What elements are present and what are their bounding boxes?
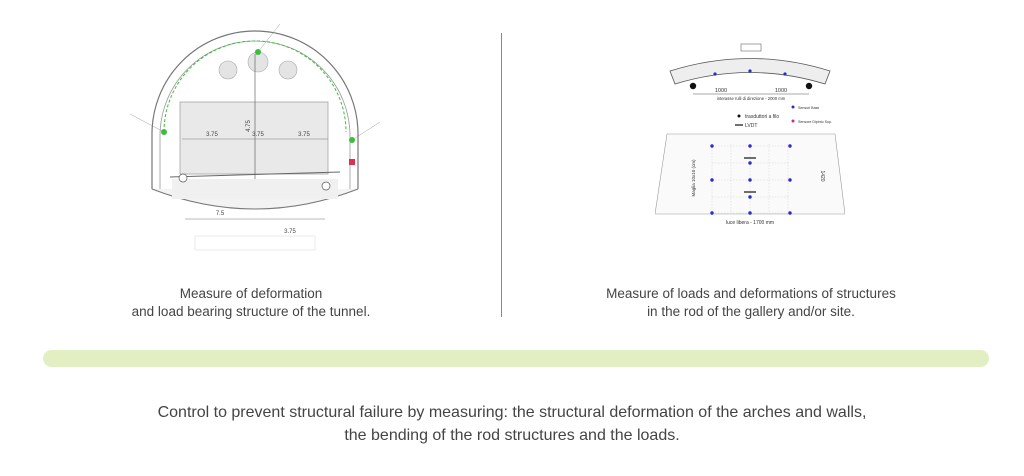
support-left xyxy=(689,82,697,90)
span-label: interasse rulli di direzione - 2000 mm xyxy=(717,96,786,101)
sensor-arc xyxy=(163,40,347,133)
lane-dim-2: 3.75 xyxy=(252,132,264,138)
slab-sensors xyxy=(710,144,792,215)
drain-right xyxy=(321,181,331,191)
clearance-box xyxy=(179,101,329,175)
legend-transducers-marker xyxy=(737,114,741,118)
tunnel-outer-lining xyxy=(151,30,359,189)
legend-sensor-base: Sensori Base xyxy=(798,106,819,110)
legend-sensor-top-marker xyxy=(791,119,795,123)
caption-right: Measure of loads and deformations of str… xyxy=(565,285,937,321)
free-span-label: luce libera - 1700 mm xyxy=(726,220,774,226)
road-base xyxy=(172,179,338,199)
beam-sensor-3 xyxy=(783,72,787,76)
height-dim: 4.75 xyxy=(246,120,252,132)
tunnel-section-svg: 3.75 3.75 3.75 4.75 7.5 3.75 xyxy=(129,23,381,251)
bottom-dim-right-label: 3.75 xyxy=(284,229,296,235)
panel-divider xyxy=(501,33,502,317)
beam-sensor-1 xyxy=(713,72,717,76)
summary-line-2: the bending of the rod structures and th… xyxy=(344,427,680,444)
mesh-label: Maglia 10x10 (cm) xyxy=(691,159,696,197)
height-label: 1420 xyxy=(819,170,825,181)
leader-left xyxy=(129,113,165,133)
span-dim-left: 1000 xyxy=(715,88,727,94)
road-surface xyxy=(169,171,341,178)
highlight-band xyxy=(43,350,989,367)
summary-text: Control to prevent structural failure by… xyxy=(40,401,984,447)
bottom-dim-left-label: 7.5 xyxy=(216,211,225,217)
support-right xyxy=(805,82,813,90)
rod-test-svg: 1000 1000 interasse rulli di direzione -… xyxy=(654,43,846,226)
lane-dim-3: 3.75 xyxy=(298,132,310,138)
rod-test-diagram: 1000 1000 interasse rulli di direzione -… xyxy=(654,36,846,230)
bottom-notes-box xyxy=(194,235,316,251)
load-head xyxy=(740,43,762,52)
leader-crown xyxy=(257,23,281,53)
sensor-box-red xyxy=(349,159,355,165)
span-dim-right: 1000 xyxy=(775,88,787,94)
lane-dim-1: 3.75 xyxy=(206,132,218,138)
legend-transducers: trasduttori a filo xyxy=(745,114,779,120)
caption-left-line-2: and load bearing structure of the tunnel… xyxy=(131,304,371,319)
beam-sensor-2 xyxy=(748,69,752,73)
caption-right-line-2: in the rod of the gallery and/or site. xyxy=(647,304,855,319)
leader-right xyxy=(351,121,381,141)
fan-left xyxy=(218,60,238,80)
drain-left xyxy=(178,173,188,183)
legend-sensor-base-marker xyxy=(791,105,795,109)
caption-left-line-1: Measure of deformation xyxy=(179,286,323,301)
summary-line-1: Control to prevent structural failure by… xyxy=(157,404,867,421)
caption-left: Measure of deformation and load bearing … xyxy=(70,285,432,321)
caption-right-line-1: Measure of loads and deformations of str… xyxy=(606,286,896,301)
tunnel-section-diagram: 3.75 3.75 3.75 4.75 7.5 3.75 xyxy=(129,14,381,274)
fan-right xyxy=(278,60,298,80)
legend-sensor-top: Sensore Dipinto Sup. xyxy=(798,120,832,124)
legend-lvdt: LVDT xyxy=(745,123,757,129)
